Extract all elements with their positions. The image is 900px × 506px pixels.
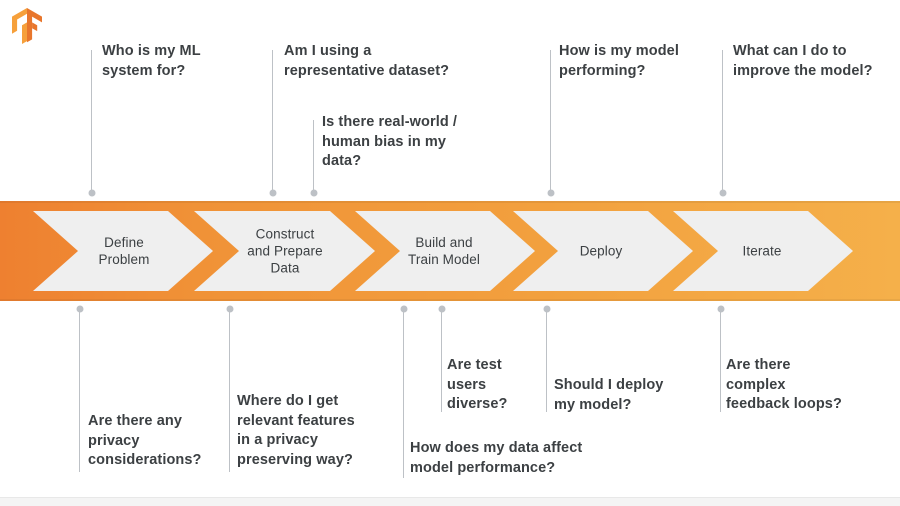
callout-complex-feedback-loops-dot (717, 305, 724, 313)
callout-should-i-deploy-my-model-dot (543, 305, 550, 313)
tensorflow-logo (12, 8, 42, 44)
callout-improve-the-model-leader (722, 50, 723, 193)
callout-representative-dataset-leader (272, 50, 273, 193)
callout-privacy-preserving-features-leader (229, 309, 230, 472)
callout-who-is-my-ml-system-for-leader (91, 50, 92, 193)
callout-privacy-preserving-features: Where do I get relevant features in a pr… (237, 393, 355, 468)
callout-privacy-considerations-dot (76, 305, 83, 313)
chevron-build-train-model[interactable] (355, 211, 535, 291)
callout-complex-feedback-loops: Are there complex feedback loops? (726, 357, 842, 412)
callout-data-affect-model-performance-dot (400, 305, 407, 313)
band-bottom-edge (0, 299, 900, 301)
callout-who-is-my-ml-system-for-dot (88, 189, 95, 197)
chevron-deploy[interactable] (513, 211, 693, 291)
callout-are-test-users-diverse-leader (441, 309, 442, 412)
callout-should-i-deploy-my-model: Should I deploy my model? (554, 377, 664, 413)
chevron-construct-prepare-data[interactable] (194, 211, 375, 291)
band-top-edge (0, 201, 900, 203)
callout-real-world-human-bias-dot (310, 189, 317, 197)
callout-representative-dataset-dot (269, 189, 276, 197)
chevron-define-problem[interactable] (33, 211, 213, 291)
callout-representative-dataset: Am I using a representative dataset? (284, 43, 450, 79)
callout-real-world-human-bias: Is there real-world / human bias in my d… (322, 114, 458, 169)
callout-how-is-my-model-performing-leader (550, 50, 551, 193)
callout-improve-the-model: What can I do to improve the model? (733, 43, 873, 79)
callout-real-world-human-bias-leader (313, 120, 314, 193)
callout-should-i-deploy-my-model-leader (546, 309, 547, 412)
callout-are-test-users-diverse: Are test users diverse? (447, 357, 508, 412)
callout-privacy-considerations: Are there any privacy considerations? (88, 413, 202, 468)
callout-privacy-preserving-features-dot (226, 305, 233, 313)
callout-how-is-my-model-performing: How is my model performing? (559, 43, 679, 79)
callout-data-affect-model-performance-leader (403, 309, 404, 478)
callout-privacy-considerations-leader (79, 309, 80, 472)
callout-how-is-my-model-performing-dot (547, 189, 554, 197)
chevron-iterate[interactable] (673, 211, 853, 291)
callout-who-is-my-ml-system-for: Who is my ML system for? (102, 43, 201, 79)
callout-are-test-users-diverse-dot (438, 305, 445, 313)
chevron-shapes (33, 211, 853, 291)
callout-improve-the-model-dot (719, 189, 726, 197)
callout-data-affect-model-performance: How does my data affect model performanc… (410, 440, 583, 476)
callout-complex-feedback-loops-leader (720, 309, 721, 412)
footer-strip (0, 497, 900, 506)
